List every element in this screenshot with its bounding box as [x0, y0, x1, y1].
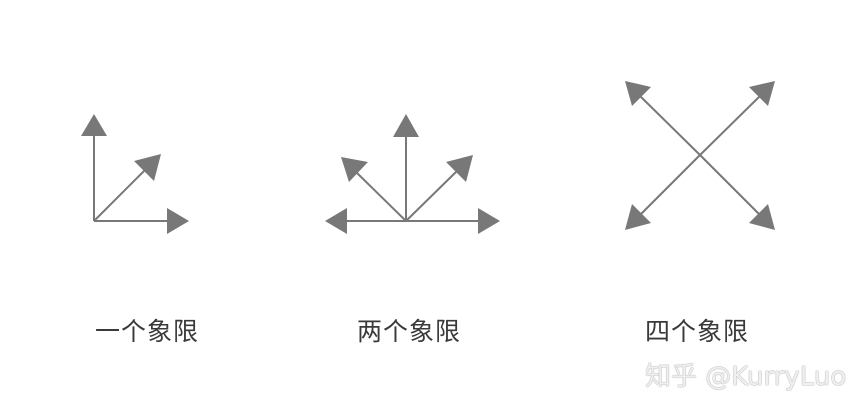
four-quadrants-group	[625, 81, 775, 230]
two-quadrants-left-arrow	[325, 208, 406, 234]
two-quadrants-label: 两个象限	[357, 317, 462, 346]
one-quadrant-diagonal-arrow-head	[134, 154, 161, 181]
four-quadrants-downleft-arrow-head	[625, 204, 651, 230]
one-quadrant-up-arrow	[81, 114, 107, 221]
four-quadrants-upright-arrow-shaft	[699, 95, 761, 156]
four-quadrants-upright-arrow-head	[749, 81, 775, 106]
two-quadrants-upleft-arrow-shaft	[355, 171, 407, 222]
four-quadrants-upleft-arrow-shaft	[639, 95, 701, 156]
four-quadrants-downleft-arrow	[625, 154, 701, 230]
one-quadrant-up-arrow-head	[81, 114, 107, 136]
two-quadrants-upright-arrow	[405, 155, 473, 222]
four-quadrants-downright-arrow-shaft	[699, 154, 761, 216]
one-quadrant-group	[81, 114, 189, 234]
two-quadrants-upright-arrow-shaft	[405, 169, 459, 222]
four-quadrants-upright-arrow	[699, 81, 775, 156]
two-quadrants-right-arrow	[406, 208, 500, 234]
one-quadrant-right-arrow-head	[167, 208, 189, 234]
two-quadrants-upleft-arrow	[341, 157, 407, 222]
two-quadrants-upleft-arrow-head	[341, 157, 368, 182]
four-quadrants-upleft-arrow	[625, 81, 701, 156]
two-quadrants-group	[325, 114, 500, 234]
four-quadrants-downright-arrow-head	[749, 204, 775, 230]
one-quadrant-right-arrow	[94, 208, 189, 234]
two-quadrants-up-arrow-head	[393, 114, 419, 137]
one-quadrant-diagonal-arrow-shaft	[93, 168, 147, 222]
two-quadrants-upright-arrow-head	[446, 155, 473, 182]
two-quadrants-right-arrow-head	[478, 208, 500, 234]
four-quadrants-downright-arrow	[699, 154, 775, 230]
four-quadrants-downleft-arrow-shaft	[639, 154, 701, 216]
two-quadrants-up-arrow	[393, 114, 419, 221]
watermark: 知乎 @KurryLuo	[645, 362, 847, 392]
four-quadrants-upleft-arrow-head	[625, 81, 651, 106]
four-quadrants-label: 四个象限	[645, 317, 750, 346]
one-quadrant-label: 一个象限	[95, 317, 200, 346]
one-quadrant-diagonal-arrow	[93, 154, 161, 222]
two-quadrants-left-arrow-head	[325, 208, 347, 234]
